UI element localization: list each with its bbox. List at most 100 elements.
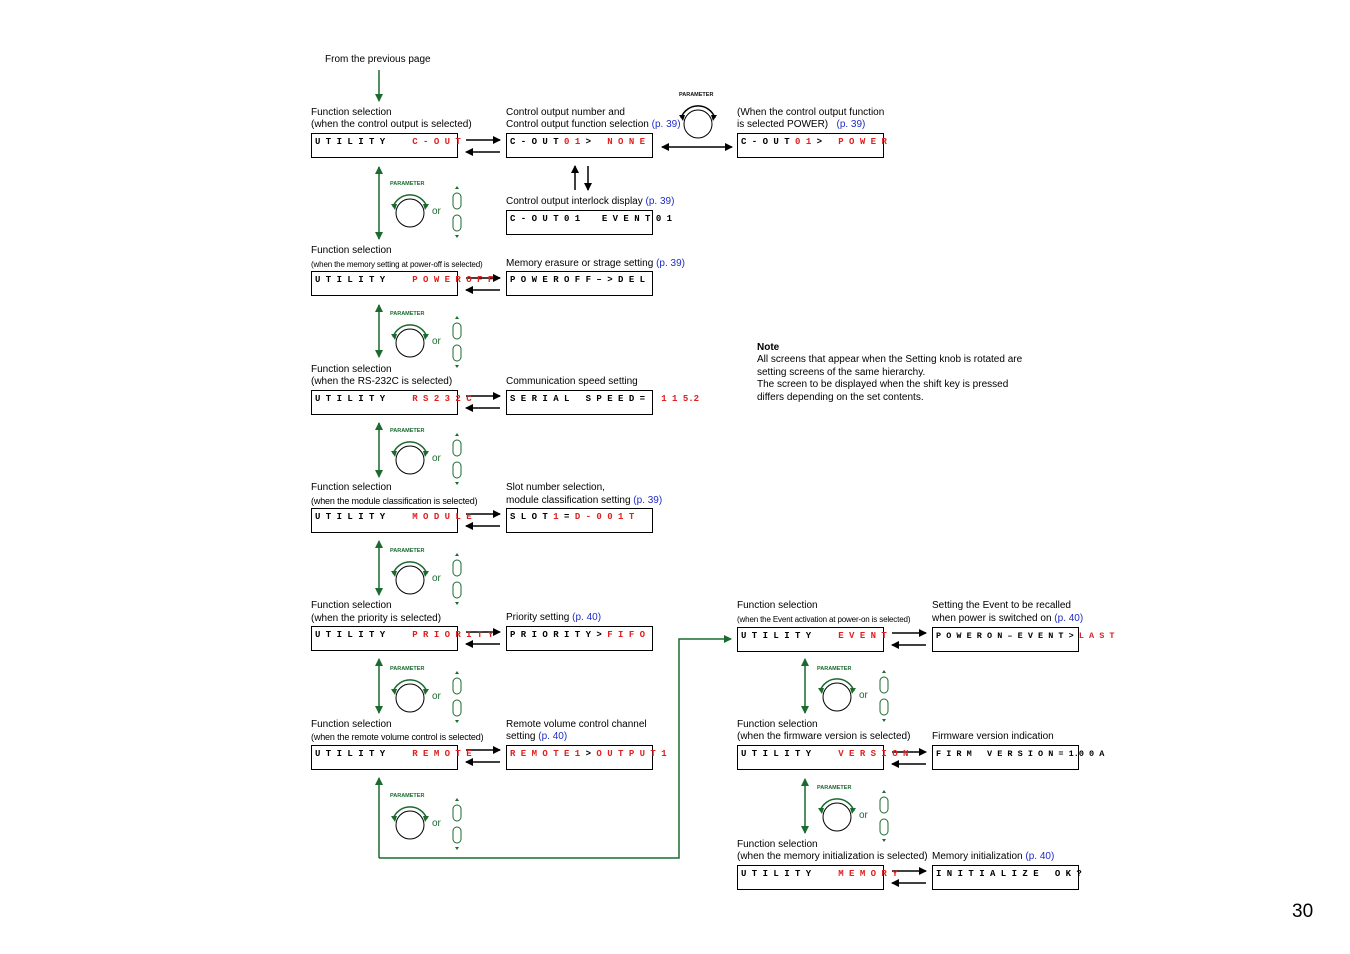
pri-fs-sub: (when the priority is selected)	[311, 613, 442, 624]
parameter-knob-icon	[391, 324, 429, 358]
or-label: or	[432, 691, 441, 702]
ev-set-title: Setting the Event to be recalled	[932, 600, 1071, 611]
lcd-utility-priority: U T I L I T Y P R I O R I T Y	[311, 626, 493, 651]
page-ref-link[interactable]: (p. 39)	[836, 119, 866, 130]
mem-set-title: Memory initialization (p. 40)	[932, 851, 1055, 862]
page-ref-link[interactable]: (p. 39)	[645, 196, 675, 207]
mem-fs-sub: (when the memory initialization is selec…	[737, 851, 928, 862]
shift-key-icon	[452, 798, 462, 850]
comm-title: Communication speed setting	[506, 376, 638, 387]
mod-fs-title: Function selection	[311, 482, 392, 493]
parameter-knob-icon	[391, 194, 429, 228]
note-line: differs depending on the set contents.	[757, 392, 924, 403]
shift-key-icon	[452, 553, 462, 605]
parameter-knob-icon	[818, 678, 856, 712]
lcd-remote-output: R E M O T E 1 > O U T P U T 1	[506, 745, 667, 770]
lcd-priority-fifo: P R I O R I T Y > F I F O	[506, 626, 653, 651]
lcd-serial-speed: S E R I A L S P E E D = 1 1 5.2	[506, 390, 699, 415]
page-ref-link[interactable]: (p. 40)	[1025, 851, 1055, 862]
ctrl-num-sub: Control output function selection (p. 39…	[506, 119, 681, 130]
lcd-poweroff-del: P O W E R O F F – > D E L	[506, 271, 653, 296]
from-prev-label: From the previous page	[325, 54, 431, 65]
note-line: setting screens of the same hierarchy.	[757, 367, 926, 378]
page-ref-link[interactable]: (p. 40)	[572, 612, 602, 623]
dial-label: PARAMETER	[679, 92, 714, 98]
lcd-interlock: C - O U T 0 1 E V E N T 0 1	[506, 210, 672, 235]
lcd-utility-event: U T I L I T Y E V E N T	[737, 627, 887, 652]
dial-label: PARAMETER	[390, 428, 425, 434]
or-label: or	[432, 818, 441, 829]
ctrl-num-title: Control output number and	[506, 107, 625, 118]
page-number: 30	[1292, 901, 1314, 922]
or-label: or	[859, 690, 868, 701]
page-ref-link[interactable]: (p. 39)	[656, 258, 685, 269]
parameter-knob-icon	[391, 441, 429, 475]
lcd-utility-module: U T I L I T Y M O D U L E	[311, 508, 472, 533]
rs-fs-sub: (when the RS-232C is selected)	[311, 376, 453, 387]
pri-fs-title: Function selection	[311, 600, 392, 611]
h-arrows	[465, 136, 927, 887]
rem-fs-sub: (when the remote volume control is selec…	[311, 732, 484, 742]
shift-key-icon	[879, 790, 889, 842]
dial-label: PARAMETER	[817, 785, 852, 791]
lcd-utility-cout: U T I L I T Y C - O U T	[311, 133, 461, 158]
lcd-firm-version: F I R M V E R S I O N = 1.0 0 A	[932, 745, 1104, 770]
note-line: The screen to be displayed when the shif…	[757, 379, 1009, 390]
slot-title: Slot number selection,	[506, 482, 605, 493]
dial-label: PARAMETER	[817, 666, 852, 672]
cout-fs-title: Function selection	[311, 107, 392, 118]
parameter-knob-icon	[391, 806, 429, 840]
poweroff-fs-title: Function selection	[311, 245, 392, 256]
shift-key-icon	[452, 671, 462, 723]
shift-key-icon	[452, 433, 462, 485]
dial-label: PARAMETER	[390, 181, 425, 187]
lcd-initialize: I N I T I A L I Z E O K ?	[932, 865, 1082, 890]
lcd-utility-poweroff: U T I L I T Y P O W E R O F F	[311, 271, 493, 296]
ev-set-sub: when power is switched on (p. 40)	[932, 613, 1084, 624]
rem-set-sub: setting (p. 40)	[506, 731, 568, 742]
lcd-utility-rs232c: U T I L I T Y R S 2 3 2 C	[311, 390, 472, 415]
parameter-knob-icon	[679, 105, 717, 139]
interlock-title: Control output interlock display (p. 39)	[506, 196, 675, 207]
rem-set-title: Remote volume control channel	[506, 719, 647, 730]
lcd-slot: S L O T 1 = D - 0 0 1 T	[506, 508, 653, 533]
parameter-knob-icon	[818, 798, 856, 832]
shift-key-icon	[879, 670, 889, 722]
power-title: (When the control output function	[737, 107, 885, 118]
or-label: or	[432, 336, 441, 347]
note-title: Note	[757, 342, 780, 353]
slot-sub: module classification setting (p. 39)	[506, 495, 663, 506]
erasure-title: Memory erasure or strage setting (p. 39)	[506, 258, 685, 269]
dial-label: PARAMETER	[390, 793, 425, 799]
parameter-knob-icon	[391, 561, 429, 595]
parameter-knob-icon	[391, 679, 429, 713]
ver-fs-sub: (when the firmware version is selected)	[737, 731, 911, 742]
dial-label: PARAMETER	[390, 666, 425, 672]
lcd-cout-power: C - O U T 0 1 > P O W E R	[737, 133, 887, 158]
pri-set-title: Priority setting (p. 40)	[506, 612, 602, 623]
page-ref-link[interactable]: (p. 39)	[633, 495, 663, 506]
mod-fs-sub: (when the module classification is selec…	[311, 496, 478, 506]
rs-fs-title: Function selection	[311, 364, 392, 375]
v-arrows	[375, 166, 809, 859]
cout-fs-sub: (when the control output is selected)	[311, 119, 472, 130]
lcd-utility-remote: U T I L I T Y R E M O T E	[311, 745, 472, 770]
rem-fs-title: Function selection	[311, 719, 392, 730]
or-label: or	[432, 453, 441, 464]
ver-set-title: Firmware version indication	[932, 731, 1054, 742]
lcd-poweron-event: P O W E R O N – E V E N T > L A S T	[932, 627, 1115, 652]
parameter-dials	[391, 105, 889, 850]
or-label: or	[432, 206, 441, 217]
page-ref-link[interactable]: (p. 40)	[538, 731, 568, 742]
shift-key-icon	[452, 186, 462, 238]
power-sub: is selected POWER) (p. 39)	[737, 119, 866, 130]
page-ref-link[interactable]: (p. 40)	[1054, 613, 1084, 624]
lcd-utility-memory: U T I L I T Y M E M O R Y	[737, 865, 898, 890]
lcd-cout-none: C - O U T 0 1 > N O N E	[506, 133, 653, 158]
or-label: or	[859, 810, 868, 821]
ev-fs-title: Function selection	[737, 600, 818, 611]
page-ref-link[interactable]: (p. 39)	[651, 119, 681, 130]
dial-label: PARAMETER	[390, 548, 425, 554]
note-line: All screens that appear when the Setting…	[757, 354, 1023, 365]
